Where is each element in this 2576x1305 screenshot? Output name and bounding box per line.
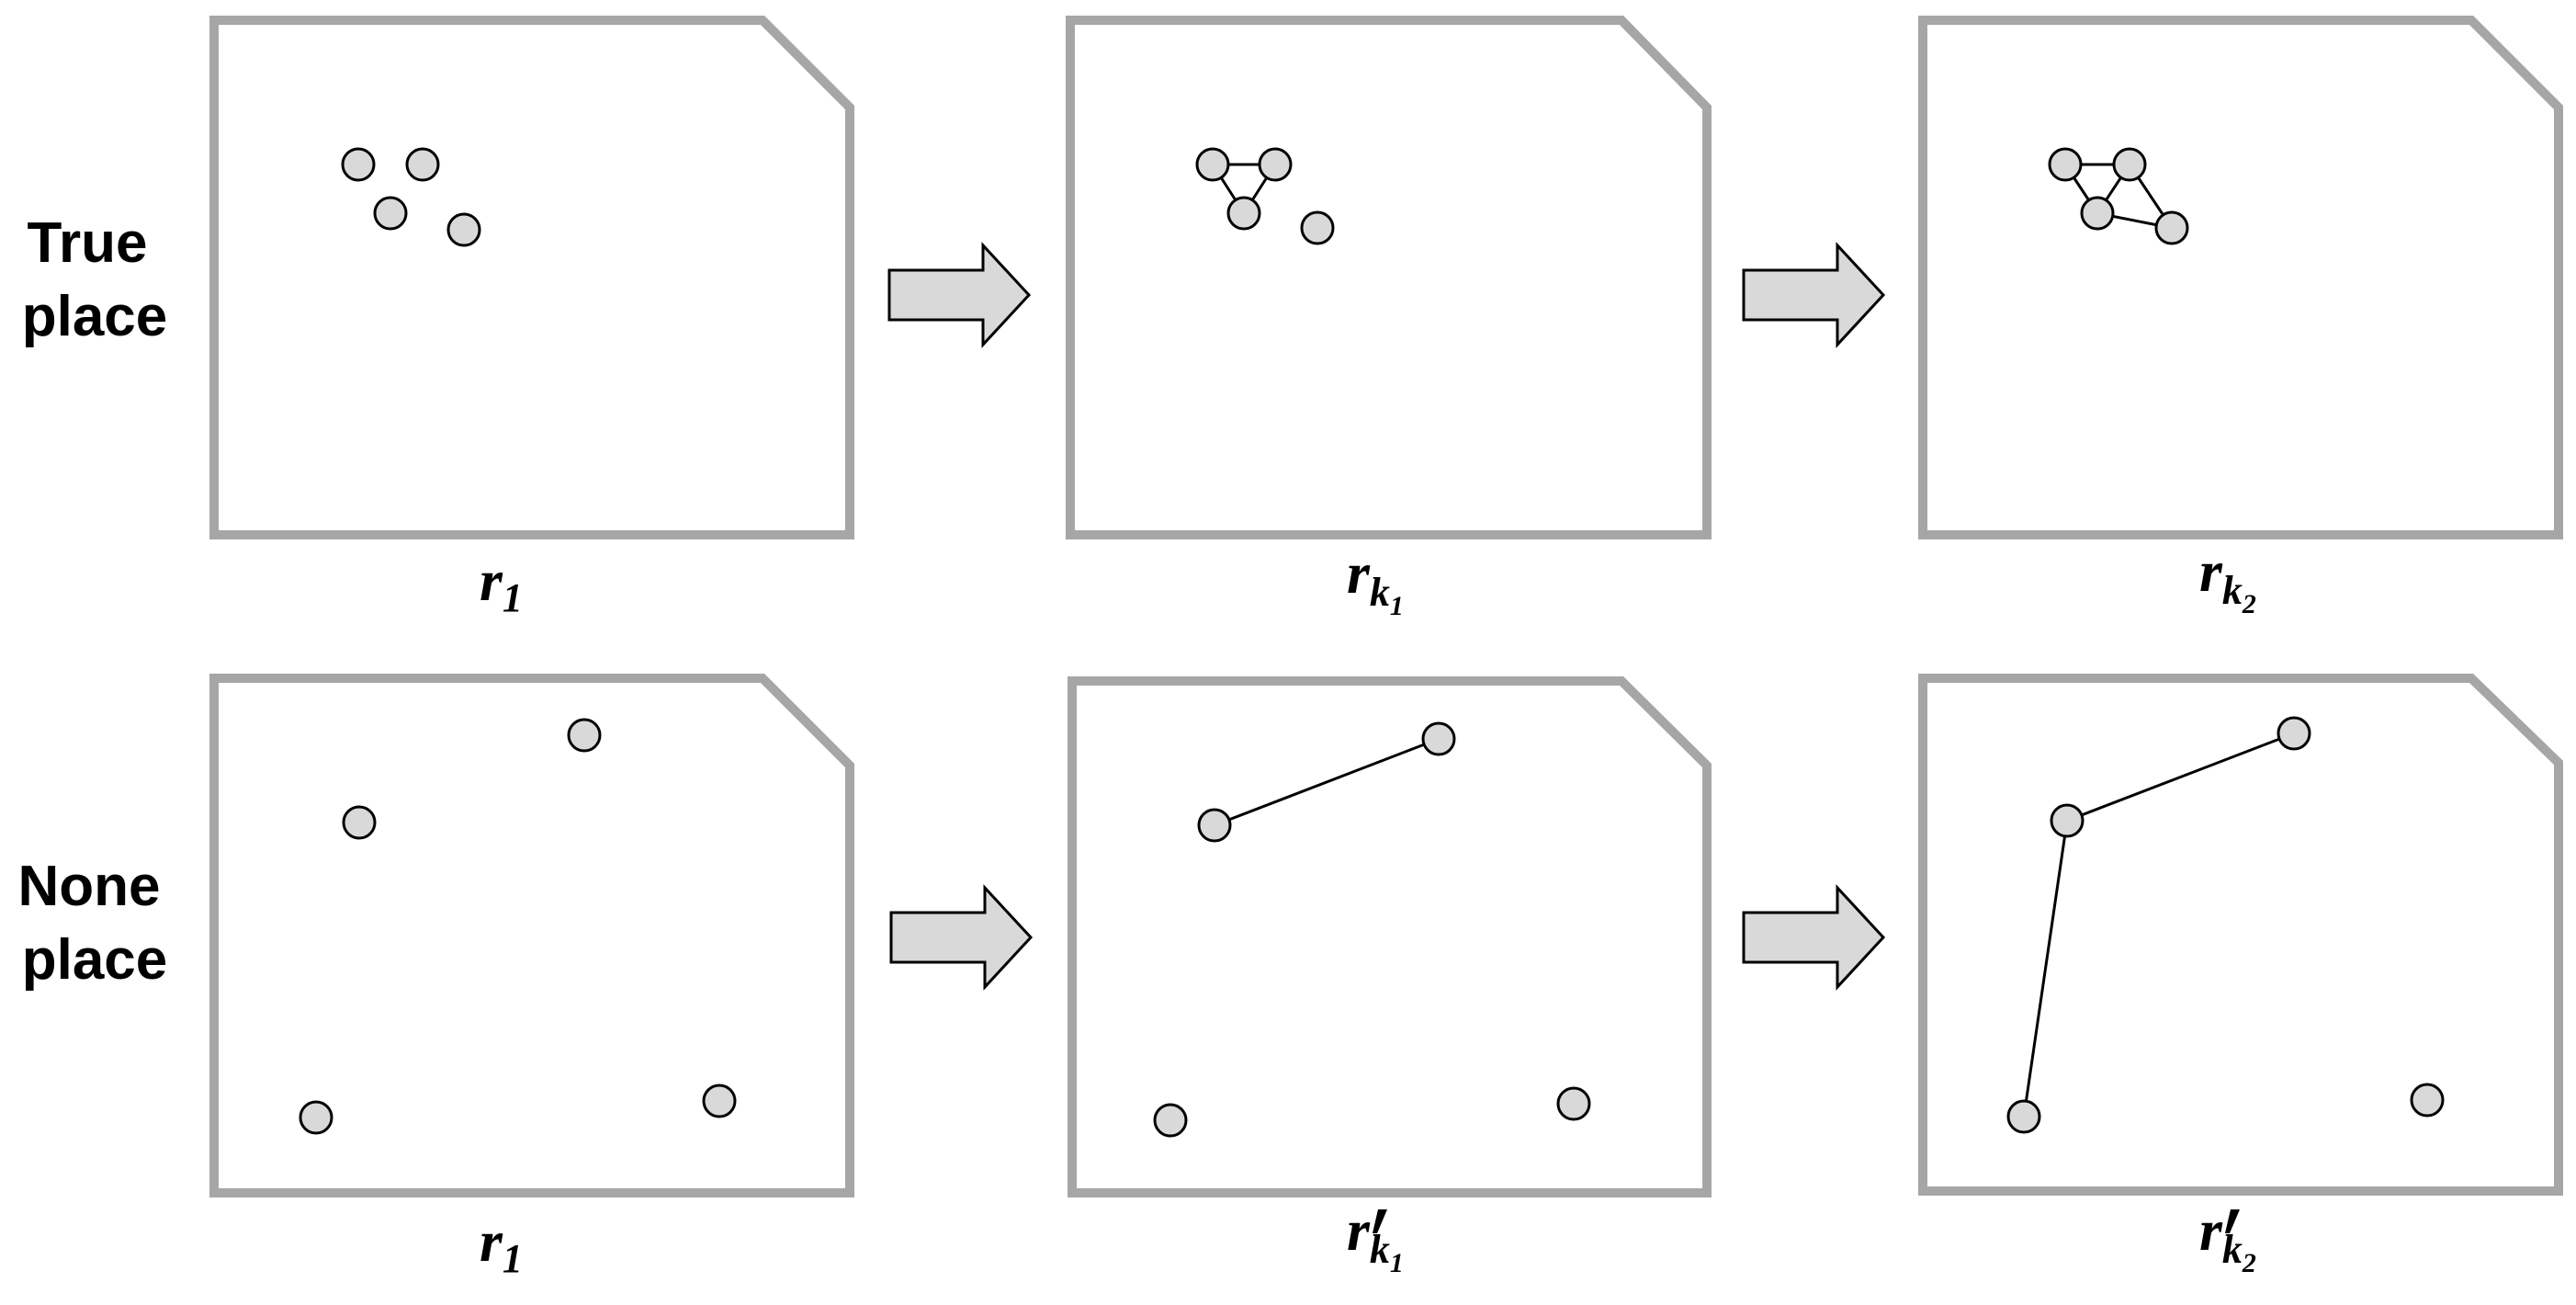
panel-label-rk1: rk1 <box>1347 540 1404 621</box>
panel-frame-rk2-true <box>1918 16 2563 539</box>
graph-node <box>2277 716 2311 751</box>
panel-frame-r1-none <box>209 674 854 1197</box>
panel-frame-rk2-none <box>1918 674 2563 1196</box>
row-label-line2: place <box>22 285 168 348</box>
graph-node <box>2080 196 2115 231</box>
graph-node <box>702 1084 737 1118</box>
graph-node <box>2154 210 2189 245</box>
panel-frame-rk1-true <box>1066 16 1712 539</box>
graph-node <box>341 147 376 182</box>
graph-edge <box>2065 732 2296 823</box>
panel-label-r-prime-k1: rk1 <box>1347 1197 1404 1278</box>
row-label-line1: None <box>18 855 161 918</box>
svg-text:rk2: rk2 <box>2199 1197 2256 1278</box>
prime-mark <box>1373 1209 1387 1233</box>
graph-node <box>1195 147 1230 182</box>
graph-node <box>373 196 408 231</box>
graph-node <box>1258 147 1293 182</box>
graph-node <box>2112 147 2147 182</box>
graph-node <box>1300 210 1335 245</box>
arrow-right-icon <box>889 884 1034 991</box>
graph-edge <box>2022 819 2069 1118</box>
graph-node <box>342 805 377 840</box>
prime-mark <box>2225 1209 2240 1233</box>
arrow-right-icon <box>887 242 1032 348</box>
row-label-line2: place <box>22 928 168 992</box>
graph-node <box>446 212 481 247</box>
panel-label-rk2: rk2 <box>2199 539 2256 619</box>
svg-text:rk1: rk1 <box>1347 1197 1404 1278</box>
panel-frame-r1-true <box>209 16 854 539</box>
panel-label-r-prime-k2: rk2 <box>2199 1197 2256 1278</box>
graph-node <box>1153 1103 1188 1138</box>
graph-node <box>1226 196 1261 231</box>
panel-frame-rk1-none <box>1068 676 1712 1197</box>
panel-label-r1: r1 <box>480 1209 523 1281</box>
graph-node <box>2050 803 2085 838</box>
graph-node <box>405 147 440 182</box>
graph-node <box>299 1100 333 1135</box>
graph-node <box>1421 721 1456 756</box>
graph-node <box>2410 1083 2445 1118</box>
row-label-true-place: True place <box>22 211 168 348</box>
panel-label-r1: r1 <box>480 548 523 620</box>
graph-node <box>1556 1086 1591 1121</box>
arrow-right-icon <box>1742 884 1886 991</box>
graph-node <box>2048 147 2083 182</box>
graph-node <box>567 718 602 753</box>
graph-node <box>2006 1099 2041 1134</box>
graph-node <box>1197 808 1232 843</box>
arrow-right-icon <box>1742 242 1886 348</box>
graph-edge <box>1213 737 1441 827</box>
row-label-none-place: None place <box>18 855 168 992</box>
row-label-line1: True <box>28 211 148 275</box>
